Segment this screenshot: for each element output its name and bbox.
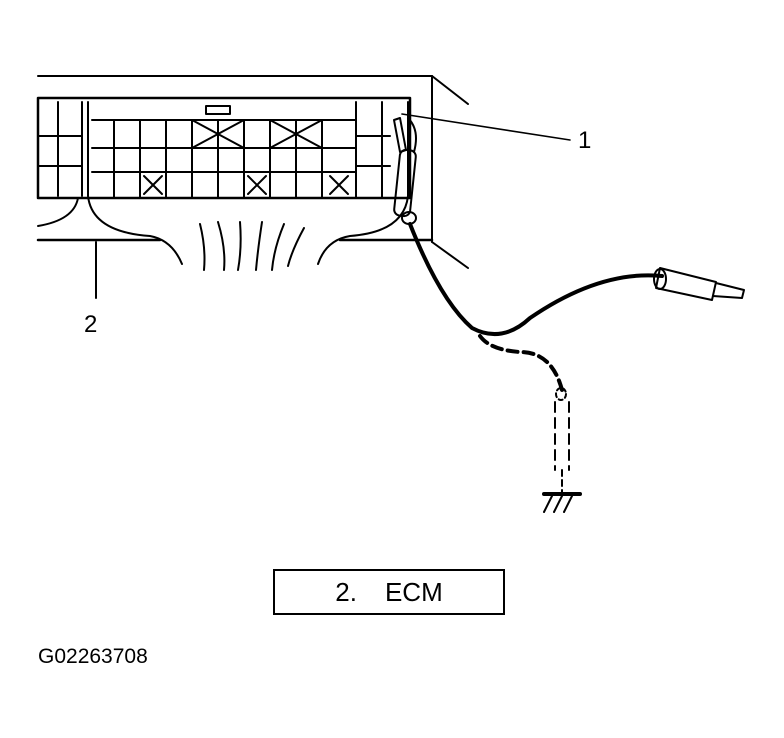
callout-1-leader — [401, 113, 571, 141]
connector-frame — [36, 96, 412, 265]
ground-lead-dashed — [478, 334, 570, 493]
legend-name: ECM — [384, 576, 443, 607]
ecm-housing — [36, 75, 469, 299]
figure-id: G02263708 — [38, 645, 148, 668]
right-terminal-block — [355, 101, 391, 199]
left-terminal-block — [37, 101, 83, 197]
legend-number: 2. — [335, 576, 357, 607]
callout-2-label: 2 — [84, 311, 98, 338]
wire-harness — [199, 221, 305, 271]
free-probe-icon — [653, 267, 745, 301]
callout-1-label: 1 — [578, 127, 592, 154]
main-terminal-grid — [91, 105, 357, 199]
probe-lead-wire — [408, 222, 664, 336]
ground-symbol-icon — [542, 492, 582, 513]
legend-box: 2. ECM — [273, 569, 505, 615]
